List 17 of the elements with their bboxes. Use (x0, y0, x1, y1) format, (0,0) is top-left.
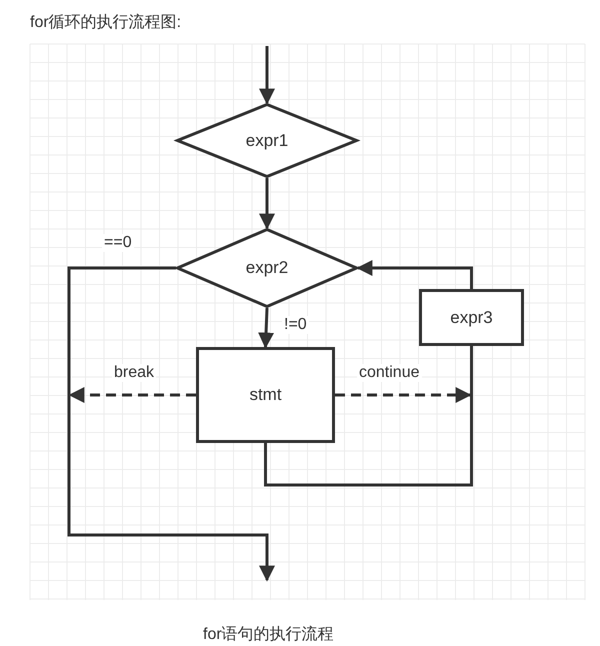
decision-diamond: expr1 (176, 103, 358, 178)
decision-diamond: expr2 (176, 228, 358, 308)
process-box: expr3 (419, 289, 524, 346)
arrow (259, 178, 275, 230)
arrow (356, 260, 473, 289)
edge-label: continue (357, 364, 422, 382)
arrow (259, 46, 275, 105)
title: for循环的执行流程图: (30, 12, 182, 33)
arrow (335, 387, 472, 403)
connector-line (264, 346, 473, 486)
process-box: stmt (196, 347, 335, 443)
arrow (68, 387, 196, 403)
edge-label: ==0 (102, 234, 134, 252)
edge-label: break (112, 364, 156, 382)
arrow (68, 266, 275, 582)
arrow (258, 308, 274, 349)
edge-label: !=0 (282, 316, 309, 334)
